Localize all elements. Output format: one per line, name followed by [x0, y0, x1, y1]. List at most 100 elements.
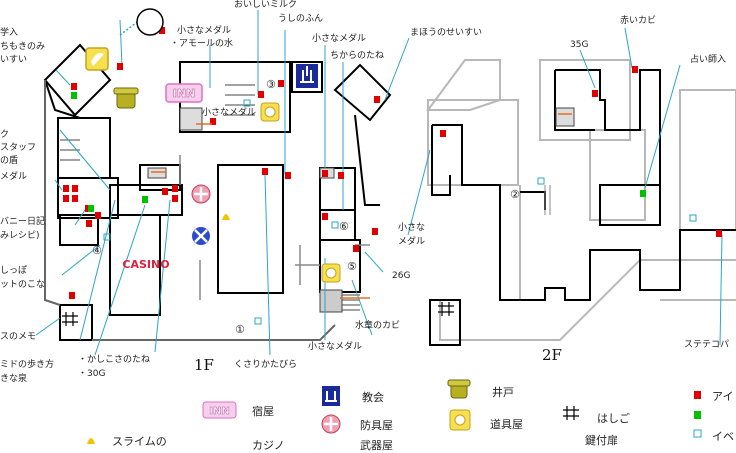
label-small-medal-a: 小さなメダル [312, 34, 367, 44]
label-left-shield: の盾 [0, 156, 19, 166]
legend-hidden-icon [693, 429, 702, 438]
floor-1f-title: 1F [194, 356, 214, 374]
label-2f-medal: メダル [398, 237, 426, 247]
inn-badge: INN [165, 83, 203, 103]
armor-shop-icon [191, 184, 211, 204]
item-marker [338, 172, 344, 179]
item-marker [86, 220, 92, 227]
label-left-isui: いすい [0, 55, 28, 65]
svg-text:INN: INN [209, 406, 229, 417]
legend-event-icon [694, 411, 701, 419]
item-marker [162, 188, 168, 195]
legend-item-shop-label: 道具屋 [490, 418, 523, 431]
label-power-seed: ちからのたね [330, 51, 385, 61]
item-marker [632, 66, 638, 73]
legend-well-label: 井戸 [492, 386, 514, 399]
label-gold-35: 35G [570, 40, 589, 50]
label-left-tail: しっぽ [0, 266, 28, 276]
label-left-school: 学入 [0, 28, 19, 38]
label-marker-6: ⑥ [339, 220, 349, 233]
callout-lines [35, 10, 723, 356]
legend-church-icon [322, 386, 340, 406]
label-left-bunny: バニー日記 [0, 217, 46, 227]
legend-church-label: 教会 [362, 391, 384, 404]
event-marker [71, 92, 77, 99]
well-icon [113, 87, 139, 109]
item-marker [159, 27, 165, 34]
church-icon [296, 64, 318, 88]
slime-icon [222, 214, 230, 220]
item-marker [172, 185, 178, 192]
ladder-icon [62, 302, 454, 326]
item-marker [285, 172, 291, 179]
item-marker [117, 63, 123, 70]
legend-ladder-icon [563, 406, 579, 420]
legend-slime-icon [87, 438, 95, 444]
floor-2f-faded [426, 59, 736, 341]
item-marker [258, 91, 264, 98]
item-marker [72, 185, 78, 192]
label-marker-4: ④ [92, 244, 102, 257]
label-left-powder: ットのこな [0, 280, 46, 290]
label-red-mold: 赤いカビ [620, 16, 657, 26]
weapon-shop-icon [192, 227, 210, 245]
floor-2f-walls [429, 69, 736, 346]
label-small-medal-amor: 小さなメダル [177, 26, 232, 36]
label-small-medal-d: 小さなメダル [308, 342, 363, 352]
legend-armor-label: 防具屋 [360, 419, 393, 432]
item-marker [63, 185, 69, 192]
exit-arrows [151, 113, 572, 299]
item-marker [322, 213, 328, 220]
label-2f-small: 小さな [398, 223, 426, 233]
label-marker-5: ⑤ [347, 260, 357, 273]
casino-text: CASINO [122, 258, 169, 271]
event-markers [71, 92, 646, 212]
legend-weapon-label: 武器屋 [360, 439, 393, 452]
floor-1f-walls [43, 43, 392, 341]
legend-inn-icon [202, 401, 237, 419]
item-marker [374, 96, 380, 103]
legend-red-item-icon [694, 391, 701, 399]
label-left-walk: ミドの歩き方 [0, 360, 55, 370]
label-left-mochi: ちもきのみ [0, 42, 46, 52]
legend-event-label: イベ [712, 430, 734, 443]
event-marker [640, 190, 646, 197]
floor-2f-details [544, 107, 575, 215]
label-fortune-teller: 占い師入 [690, 55, 727, 65]
label-wise-seed: ・かしこさのたね [78, 355, 151, 365]
label-gold-30: ・30G [78, 369, 106, 379]
floor-2f-title: 2F [542, 346, 562, 364]
label-marker-3: ③ [266, 78, 276, 91]
item-marker [72, 195, 78, 202]
legend-slime-label: スライムの [112, 435, 167, 448]
label-oishii-milk: おいしいミルク [234, 0, 298, 10]
item-marker [262, 168, 268, 175]
item-shop-icon [321, 263, 341, 283]
legend-ladder-label: はしご [597, 412, 630, 425]
item-marker [69, 292, 75, 299]
label-water-seal: 水章のカビ [355, 321, 401, 331]
label-magic-water: まほうのせいすい [410, 28, 483, 38]
item-marker [63, 195, 69, 202]
item-marker [322, 170, 328, 177]
well-circle-icon [136, 8, 164, 36]
label-left-medal: メダル [0, 172, 28, 182]
casino-sign: CASINO [122, 258, 169, 271]
inn-badge-text: INN [173, 87, 196, 100]
item-marker [210, 118, 216, 125]
label-stethoscope: ステテコパ [684, 340, 730, 350]
label-left-ku: ク [0, 130, 10, 140]
label-marker-1: ① [235, 323, 245, 336]
legend-red-item-label: アイ [712, 390, 734, 403]
label-gold-26: 26G [392, 271, 411, 281]
legend-key-door-label: 鍵付扉 [585, 434, 618, 447]
label-left-memo: スのメモ [0, 332, 37, 342]
label-left-spring: きな泉 [0, 374, 28, 384]
item-marker [278, 80, 284, 87]
legend-casino-label: カジノ [252, 439, 285, 452]
item-marker [95, 212, 101, 219]
floor-1f-arrows [119, 19, 370, 300]
label-marker-2: ② [510, 188, 520, 201]
item-marker [372, 228, 378, 235]
